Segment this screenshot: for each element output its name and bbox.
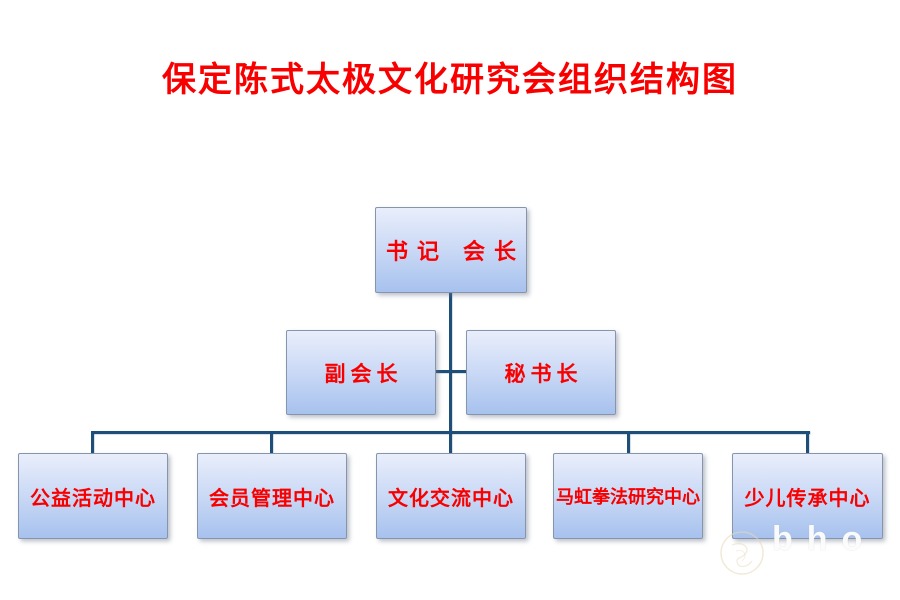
connector-stub-mahong-research [627,431,630,453]
connector-stub-public-welfare [91,431,94,453]
node-vice-president: 副会长 [286,330,436,415]
node-member-management-center: 会员管理中心 [197,453,347,539]
node-mahong-boxing-research-center: 马虹拳法研究中心 [553,453,703,539]
node-secretary-general: 秘书长 [466,330,616,415]
node-public-welfare-center: 公益活动中心 [18,453,168,539]
chart-title: 保定陈式太极文化研究会组织结构图 [162,61,738,99]
connector-stub-children-heritage [806,431,809,453]
node-chairman: 书记 会长 [375,207,527,293]
connector-horizontal-level2 [436,370,466,373]
node-children-heritage-center: 少儿传承中心 [732,453,883,539]
connector-stub-member-management [270,431,273,453]
connector-horizontal-level3 [91,431,810,434]
node-cultural-exchange-center: 文化交流中心 [376,453,526,539]
